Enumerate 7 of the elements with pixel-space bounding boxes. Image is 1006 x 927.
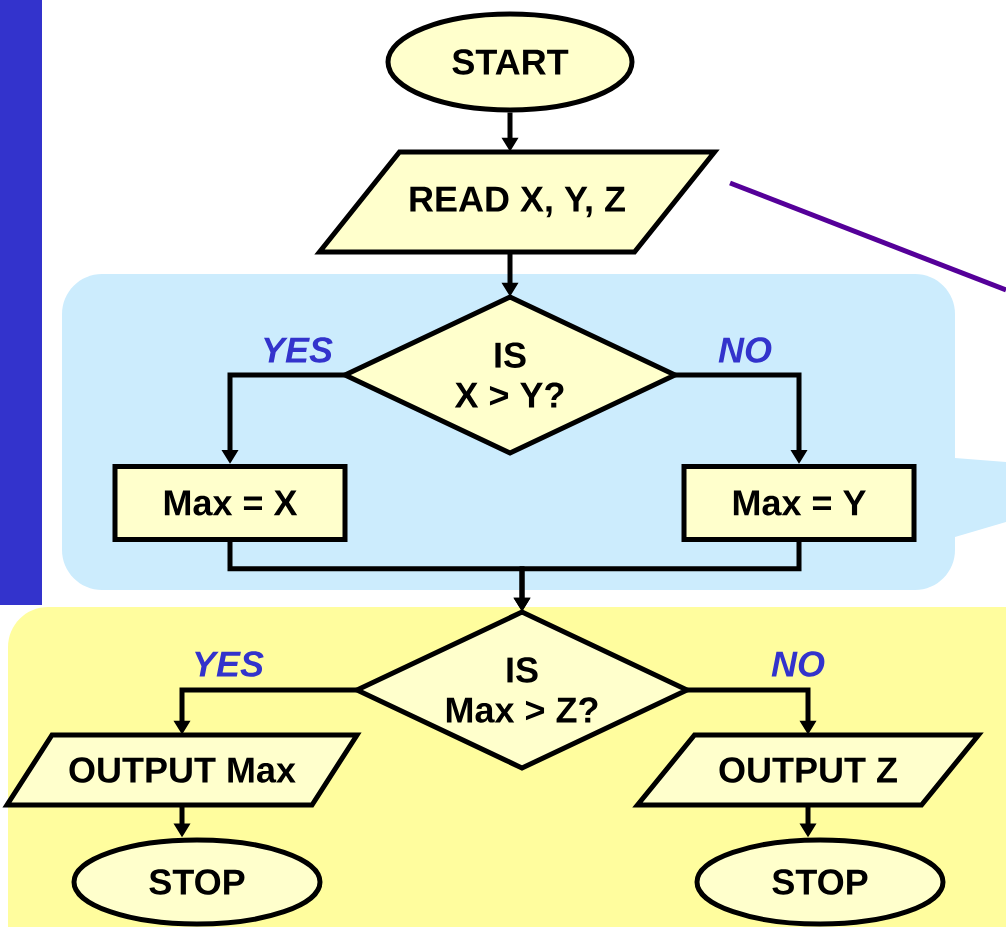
- edge-label: NO: [771, 651, 825, 677]
- process-box: Max = Y: [681, 464, 917, 542]
- edge-label: YES: [264, 337, 333, 363]
- side-bar: [0, 0, 42, 605]
- edge-label: NO: [718, 337, 772, 363]
- process-box: Max = X: [112, 464, 348, 542]
- edge-label: YES: [195, 651, 264, 677]
